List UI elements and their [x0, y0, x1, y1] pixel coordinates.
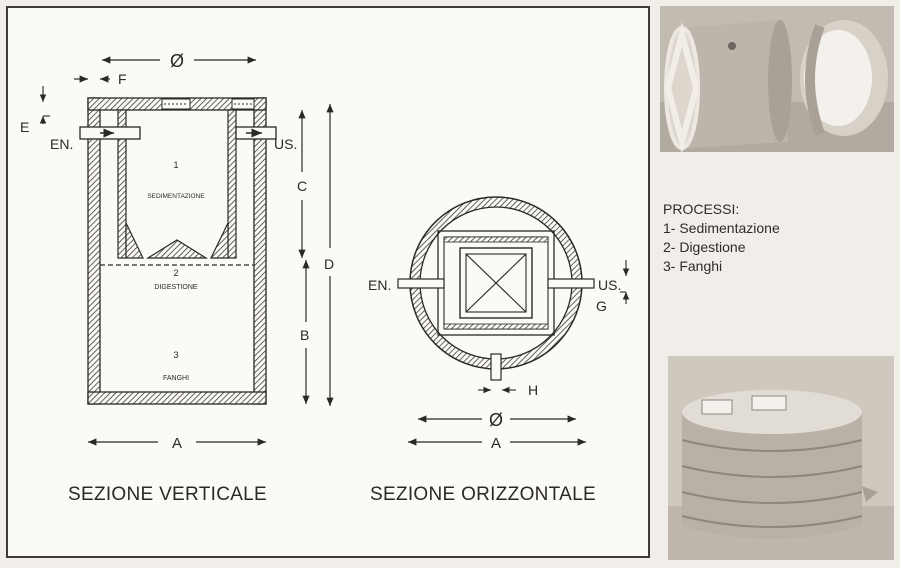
dim-a-label-horizontal: A	[491, 435, 501, 452]
diagram-frame: 1 SEDIMENTAZIONE 2 DIGESTIONE 3 FANGHI E…	[6, 6, 650, 558]
photo-concrete-rings	[660, 6, 894, 152]
h-outlet-label: US.	[598, 277, 621, 293]
bottom-slab	[87, 391, 267, 405]
dim-g-label: G	[596, 298, 607, 314]
h-bottom-pipe	[490, 353, 502, 381]
dim-h-label: H	[528, 382, 538, 398]
assembled-tank-picture	[668, 356, 894, 560]
left-wall	[87, 97, 101, 405]
vertical-diameter-label: Ø	[170, 51, 184, 71]
h-inlet-label: EN.	[368, 277, 391, 293]
dim-a-label-vertical: A	[172, 435, 182, 452]
inlet-label: EN.	[50, 136, 73, 152]
zone-2-label: DIGESTIONE	[154, 284, 198, 291]
process-item: 1- Sedimentazione	[663, 220, 780, 236]
dim-d-label: D	[324, 256, 334, 272]
right-wall	[253, 97, 267, 405]
left-baffle	[117, 109, 127, 259]
horizontal-section-title: SEZIONE ORIZZONTALE	[370, 484, 596, 505]
zone-2-number: 2	[173, 268, 178, 278]
process-item: 3- Fanghi	[663, 258, 723, 274]
processes-list: PROCESSI: 1- Sedimentazione 2- Digestion…	[663, 200, 780, 276]
zone-1-number: 1	[173, 160, 178, 170]
zone-3-number: 3	[173, 350, 178, 360]
h-inlet-pipe	[397, 278, 445, 289]
technical-drawing: 1 SEDIMENTAZIONE 2 DIGESTIONE 3 FANGHI E…	[20, 51, 630, 452]
dim-c-label: C	[297, 178, 307, 194]
dim-e-label: E	[20, 119, 29, 135]
dim-f-label: F	[118, 71, 127, 87]
dim-b-label: B	[300, 327, 309, 343]
sludge-cone	[145, 239, 209, 259]
processes-heading: PROCESSI:	[663, 201, 740, 217]
process-item: 2- Digestione	[663, 239, 746, 255]
vertical-section: 1 SEDIMENTAZIONE 2 DIGESTIONE 3 FANGHI E…	[20, 51, 334, 452]
zone-3-label: FANGHI	[163, 375, 189, 382]
zone-1-label: SEDIMENTAZIONE	[147, 193, 205, 200]
right-baffle	[227, 109, 237, 259]
h-outlet-pipe	[547, 278, 595, 289]
concrete-rings-picture	[660, 6, 894, 152]
horizontal-section: EN. US. G H Ø A	[368, 196, 630, 452]
vertical-section-title: SEZIONE VERTICALE	[68, 484, 268, 505]
outlet-label: US.	[274, 136, 297, 152]
horizontal-diameter-label: Ø	[489, 410, 503, 430]
photo-assembled-tank	[668, 356, 894, 560]
